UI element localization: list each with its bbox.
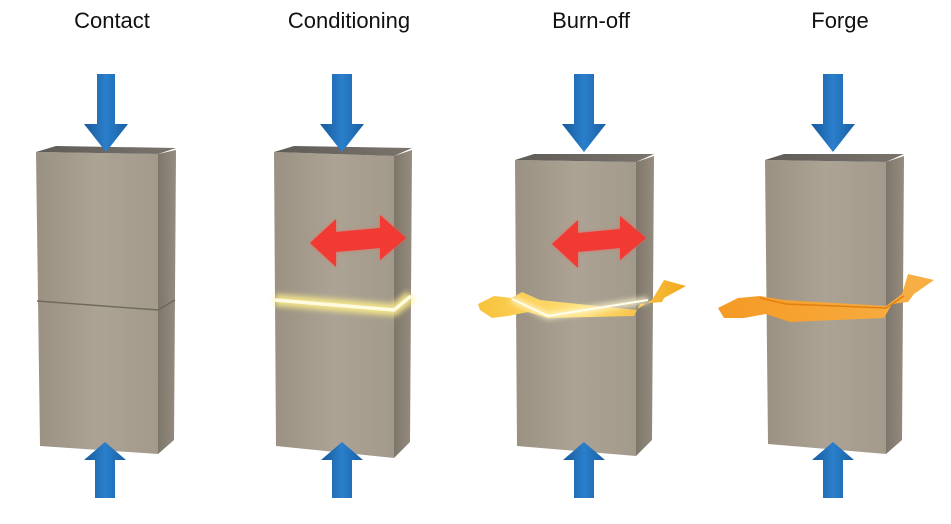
stage-title-contact: Contact bbox=[74, 8, 150, 33]
flash-cooled-edge bbox=[759, 295, 905, 309]
stage-title-forge: Forge bbox=[811, 8, 869, 33]
glow-interface-core bbox=[511, 298, 649, 318]
up-arrow-icon bbox=[812, 442, 854, 498]
stage-forge bbox=[718, 74, 934, 498]
double-headed-arrow-icon bbox=[552, 216, 646, 268]
up-arrow-icon bbox=[563, 442, 605, 498]
stage-burn-off bbox=[478, 74, 686, 498]
down-arrow-icon bbox=[562, 74, 606, 152]
block-top bbox=[274, 146, 412, 156]
down-arrow-icon bbox=[320, 74, 364, 152]
block-side bbox=[886, 156, 904, 454]
glow-interface bbox=[274, 294, 413, 312]
stage-contact bbox=[36, 74, 176, 498]
block-top bbox=[765, 154, 904, 162]
double-headed-arrow-icon bbox=[310, 215, 406, 267]
block-front bbox=[36, 152, 158, 454]
block-top bbox=[515, 154, 654, 162]
contact-seam bbox=[36, 299, 176, 311]
stage-conditioning bbox=[274, 74, 415, 498]
up-arrow-icon bbox=[321, 442, 363, 498]
down-arrow-icon bbox=[811, 74, 855, 152]
up-arrow-icon bbox=[84, 442, 126, 498]
block-side bbox=[636, 156, 654, 456]
stage-title-conditioning: Conditioning bbox=[287, 8, 411, 33]
down-arrow-icon bbox=[84, 74, 128, 152]
flash-cooled bbox=[718, 274, 934, 322]
block-side bbox=[158, 150, 176, 454]
stage-title-burn-off: Burn-off bbox=[552, 8, 630, 33]
